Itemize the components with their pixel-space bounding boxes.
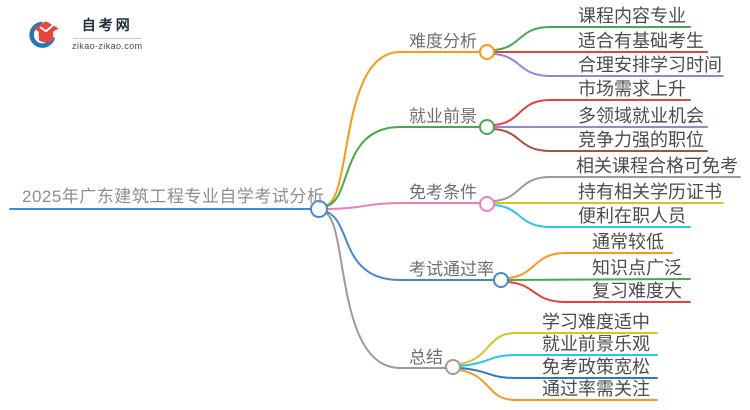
logo-text: 自考网 zikao-zikao.com [72,15,143,51]
logo-domain: zikao-zikao.com [72,41,143,51]
branch-node-handle-4[interactable] [493,272,509,288]
branch-line-2 [326,126,481,207]
child-label-2-3[interactable]: 竞争力强的职位 [578,130,704,150]
child-line-5-3 [459,367,658,379]
branch-node-handle-3[interactable] [479,196,495,212]
child-label-5-2[interactable]: 就业前景乐观 [542,334,650,354]
child-line-3-3 [493,204,691,228]
branch-label-summary[interactable]: 总结 [409,348,443,367]
child-line-1-1 [493,26,691,51]
child-label-3-2[interactable]: 持有相关学历证书 [578,182,722,202]
child-line-1-3 [493,53,724,77]
child-line-4-3 [507,281,691,303]
child-label-4-1[interactable]: 通常较低 [592,232,664,252]
child-label-3-1[interactable]: 相关课程合格可免考 [576,156,738,176]
child-line-4-1 [507,252,673,279]
logo-divider [73,38,142,39]
child-label-5-3[interactable]: 免考政策宽松 [542,357,650,377]
branch-label-difficulty[interactable]: 难度分析 [409,32,477,51]
branch-label-exemption[interactable]: 免考条件 [409,183,477,202]
root-node-handle[interactable] [310,200,328,218]
child-line-4-2 [507,278,691,281]
child-label-2-2[interactable]: 多领域就业机会 [578,106,704,126]
child-label-5-1[interactable]: 学习难度适中 [542,312,650,332]
branch-node-handle-1[interactable] [479,44,495,60]
branch-node-handle-5[interactable] [445,359,461,375]
branch-node-handle-2[interactable] [479,119,495,135]
child-label-5-4[interactable]: 通过率需关注 [542,379,650,399]
child-line-2-1 [493,99,691,126]
child-label-3-3[interactable]: 便利在职人员 [578,206,686,226]
logo[interactable]: 自考网 zikao-zikao.com [28,13,143,53]
child-label-1-3[interactable]: 合理安排学习时间 [578,55,722,75]
logo-title: 自考网 [81,17,133,33]
graduation-cap-icon [29,18,61,48]
child-label-4-3[interactable]: 复习难度大 [592,281,682,301]
child-label-1-2[interactable]: 适合有基础考生 [578,31,704,51]
branch-line-4 [326,211,495,281]
branch-label-employment[interactable]: 就业前景 [409,107,477,126]
child-line-5-4 [459,369,658,401]
child-label-1-1[interactable]: 课程内容专业 [578,6,686,26]
branch-line-3 [326,202,481,210]
child-line-5-2 [459,354,658,367]
child-line-5-1 [459,332,658,365]
child-line-3-1 [493,176,741,202]
branch-line-5 [325,212,447,369]
child-line-2-3 [493,128,708,152]
root-node-label[interactable]: 2025年广东建筑工程专业自学考试分析 [22,187,325,206]
branch-label-pass-rate[interactable]: 考试通过率 [409,260,494,279]
branch-line-1 [326,51,481,206]
child-label-4-2[interactable]: 知识点广泛 [592,258,682,278]
child-label-2-1[interactable]: 市场需求上升 [578,79,686,99]
